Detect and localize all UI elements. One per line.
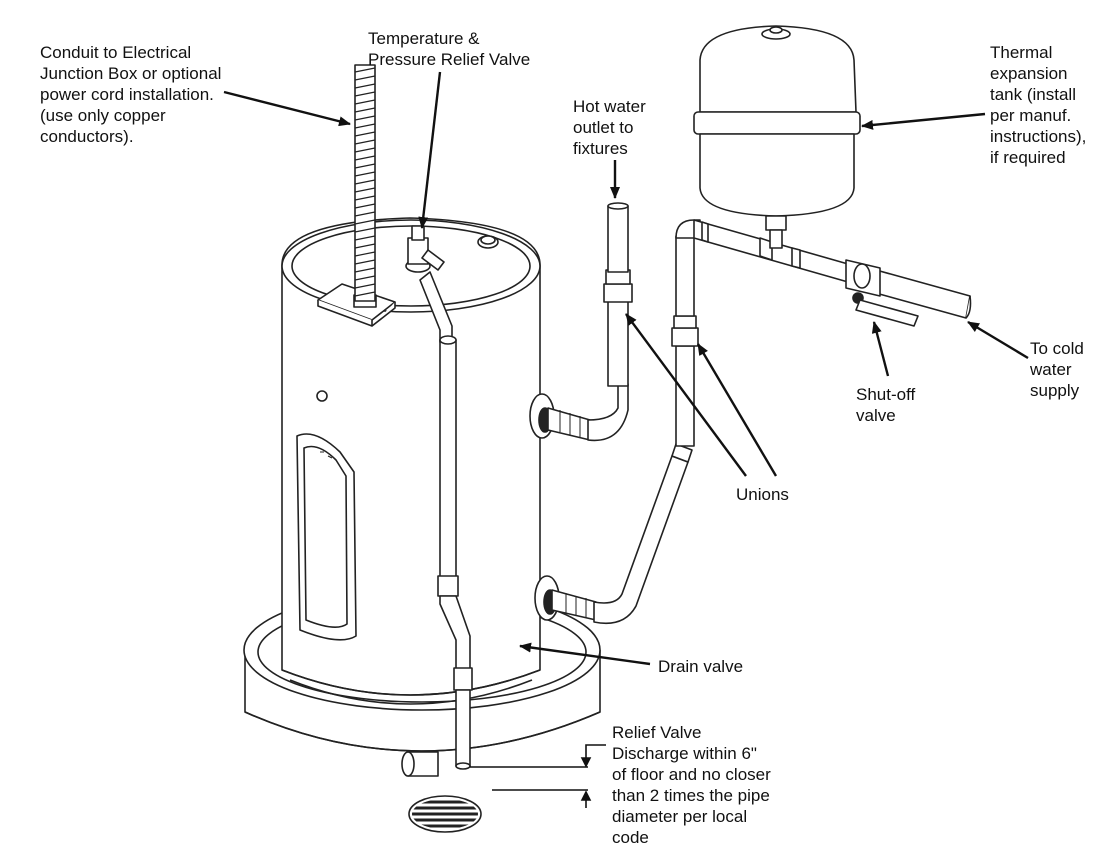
label-line: (use only copper (40, 106, 166, 125)
element-access-panel (296, 433, 357, 641)
label-line: if required (990, 148, 1066, 167)
label-line: outlet to (573, 118, 634, 137)
label-line: Thermal (990, 43, 1053, 62)
discharge-height-marker (470, 744, 606, 808)
hot-outlet-connection (529, 202, 633, 442)
shutoff-valve (845, 259, 919, 327)
label-expansion-tank: Thermal expansion tank (install per manu… (990, 42, 1086, 168)
pan-drain-outlet (401, 751, 439, 777)
label-line: conductors). (40, 127, 134, 146)
label-line: Unions (736, 485, 789, 504)
label-line: fixtures (573, 139, 628, 158)
label-cold-supply: To cold water supply (1030, 338, 1084, 401)
label-line: of floor and no closer (612, 765, 771, 784)
cold-inlet-connection (534, 219, 701, 625)
label-line: valve (856, 406, 896, 425)
label-line: Temperature & (368, 29, 480, 48)
label-line: expansion (990, 64, 1068, 83)
tp-relief-valve (405, 225, 445, 273)
label-line: Drain valve (658, 657, 744, 676)
label-line: supply (1030, 381, 1080, 400)
label-line: code (612, 828, 649, 847)
label-line: Pressure Relief Valve (368, 50, 531, 69)
label-line: Shut-off (856, 385, 916, 404)
label-line: than 2 times the pipe (612, 786, 770, 805)
label-line: Discharge within 6" (612, 744, 757, 763)
floor-drain-grate (408, 795, 482, 833)
label-tp-valve: Temperature & Pressure Relief Valve (368, 28, 530, 70)
label-line: To cold (1030, 339, 1084, 358)
label-line: Junction Box or optional (40, 64, 222, 83)
label-line: power cord installation. (40, 85, 214, 104)
label-line: tank (install (990, 85, 1076, 104)
electrical-conduit (354, 64, 376, 302)
label-conduit: Conduit to Electrical Junction Box or op… (40, 42, 221, 147)
label-line: Hot water (573, 97, 646, 116)
label-unions: Unions (736, 484, 789, 505)
label-line: per manuf. (990, 106, 1072, 125)
label-line: diameter per local (612, 807, 748, 826)
label-line: instructions), (990, 127, 1087, 146)
label-relief-discharge: Relief Valve Discharge within 6" of floo… (612, 722, 771, 848)
label-line: Relief Valve (612, 723, 702, 742)
cold-supply-piping (693, 219, 972, 319)
label-line: water (1030, 360, 1072, 379)
thermal-expansion-tank (693, 25, 861, 249)
label-line: Conduit to Electrical (40, 43, 192, 62)
tp-discharge-pipe (419, 271, 473, 770)
leader-arrows (223, 71, 1029, 666)
label-hot-water-outlet: Hot water outlet to fixtures (573, 96, 646, 159)
label-drain-valve: Drain valve (658, 656, 743, 677)
label-shutoff-valve: Shut-off valve (856, 384, 915, 426)
